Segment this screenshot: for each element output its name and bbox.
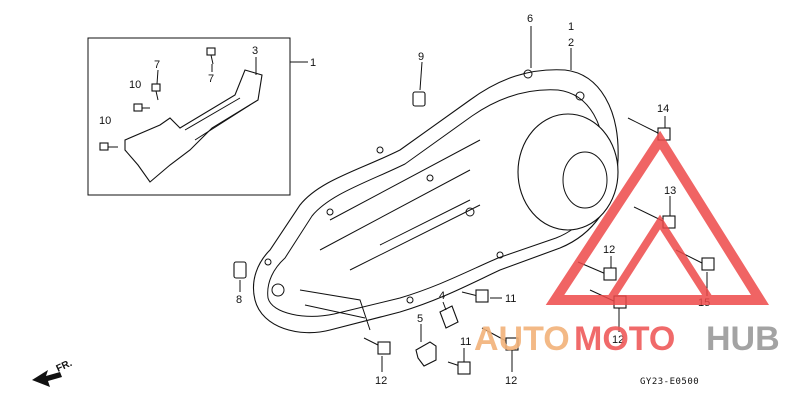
- front-direction-arrow: FR.: [32, 358, 74, 387]
- label-part-10a: 10: [129, 79, 141, 91]
- label-part-11a: 11: [505, 293, 516, 305]
- label-part-1-box: 1: [310, 57, 316, 69]
- bolt-7a: [206, 47, 216, 65]
- label-part-2: 2: [568, 37, 574, 49]
- label-part-1: 1: [568, 21, 574, 33]
- label-part-9: 9: [418, 51, 424, 63]
- watermark-word-auto: AUTO: [474, 320, 570, 358]
- watermark-word-moto: MOTO: [574, 320, 675, 358]
- front-direction-label: FR.: [55, 358, 74, 375]
- label-part-11b: 11: [460, 336, 471, 348]
- bolt-12c: [363, 337, 391, 355]
- bolt-11b: [447, 361, 471, 375]
- bracket-5: [415, 341, 437, 367]
- bolt-12a: [577, 261, 617, 281]
- label-part-13: 13: [664, 185, 676, 197]
- label-part-3: 3: [252, 45, 258, 57]
- bolt-10b: [99, 142, 118, 151]
- dowel-8: [233, 261, 247, 279]
- left-crankcase-cover: [252, 69, 619, 334]
- bracket-3: [124, 69, 263, 183]
- dowel-9: [412, 91, 426, 107]
- label-part-5: 5: [417, 313, 423, 325]
- label-part-8: 8: [236, 294, 242, 306]
- bolt-10a: [133, 103, 150, 112]
- bolt-7b: [151, 83, 161, 101]
- label-part-12b: 12: [612, 334, 624, 346]
- subassembly-box: [87, 37, 291, 196]
- diagram-code: GY23-E0500: [640, 377, 699, 387]
- bolt-11a: [461, 289, 489, 303]
- watermark-logo: [545, 130, 770, 305]
- clip-4: [439, 305, 459, 329]
- label-part-12a: 12: [603, 244, 615, 256]
- watermark-text: AUTO MOTO HUB: [474, 320, 780, 358]
- label-part-7b: 7: [208, 73, 214, 85]
- watermark-word-hub: HUB: [706, 320, 780, 358]
- label-part-12c: 12: [375, 375, 387, 387]
- label-part-10b: 10: [99, 115, 111, 127]
- label-part-6: 6: [527, 13, 533, 25]
- label-part-14: 14: [657, 103, 669, 115]
- label-part-12d: 12: [505, 375, 517, 387]
- label-part-7a: 7: [154, 59, 160, 71]
- label-part-4: 4: [439, 290, 445, 302]
